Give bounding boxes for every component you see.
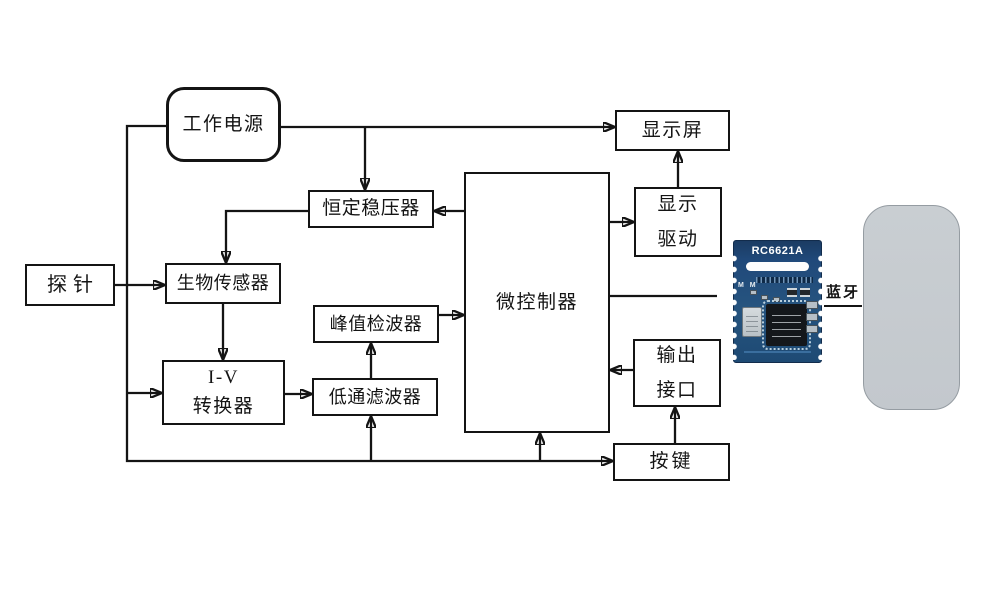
- pcb-smd-component: [806, 325, 818, 333]
- pcb-capacitor: [800, 288, 810, 297]
- pcb-castellation-left: [731, 253, 737, 360]
- bluetooth-link-label: 蓝牙: [824, 281, 862, 307]
- bluetooth-module-pcb: RC6621A M M: [731, 240, 824, 363]
- pcb-smd-component: [750, 290, 757, 295]
- node-display-driver: 显示 驱动: [634, 187, 722, 257]
- pcb-smd-component: [806, 313, 818, 321]
- node-low-pass-filter: 低通滤波器: [312, 378, 438, 416]
- node-probe: 探针: [25, 264, 115, 306]
- node-iv-converter: I-V 转换器: [162, 360, 285, 425]
- smartphone-shape: [863, 205, 960, 410]
- pcb-capacitor: [787, 288, 797, 297]
- pcb-smd-component: [806, 301, 818, 309]
- node-peak-detector: 峰值检波器: [313, 305, 439, 343]
- pcb-model-label: RC6621A: [751, 245, 804, 257]
- pcb-trace-band: [756, 277, 813, 283]
- node-output-interface: 输出 接口: [633, 339, 721, 407]
- node-display-screen: 显示屏: [615, 110, 730, 151]
- node-working-power: 工作电源: [166, 87, 281, 162]
- pcb-crystal-oscillator: [742, 307, 762, 337]
- pcb-castellation-right: [818, 253, 824, 360]
- pcb-antenna-slot: [746, 262, 809, 271]
- node-biosensor: 生物传感器: [165, 263, 281, 304]
- edge-regulator-to-biosensor: [226, 209, 308, 263]
- pcb-ic-chip: [762, 300, 811, 350]
- node-keys: 按键: [613, 443, 730, 481]
- node-microcontroller: 微控制器: [464, 172, 610, 433]
- pcb-bottom-trace: [744, 351, 811, 353]
- node-voltage-regulator: 恒定稳压器: [308, 190, 434, 228]
- pcb-smd-component: [773, 297, 780, 302]
- pcb-silkscreen-marking: M M: [738, 282, 758, 289]
- pcb-smd-component: [761, 295, 768, 300]
